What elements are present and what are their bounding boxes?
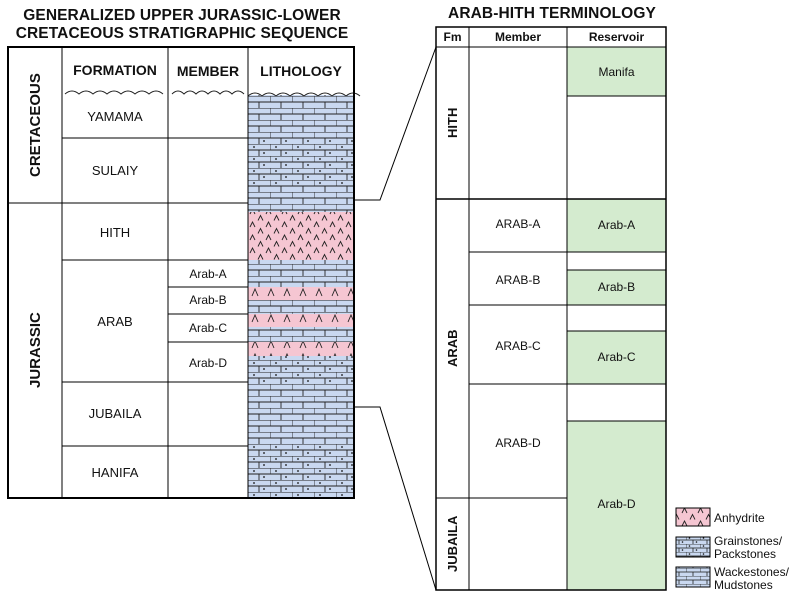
right-table-reservoirs	[567, 47, 666, 590]
header-lithology: LITHOLOGY	[260, 63, 342, 79]
member-arab-b: Arab-B	[189, 293, 227, 307]
member-arab-c: Arab-C	[188, 321, 227, 335]
legend-swatches	[675, 507, 711, 588]
left-table-grid	[7, 46, 355, 499]
left-title-line2: CRETACEOUS STRATIGRAPHIC SEQUENCE	[15, 25, 349, 42]
right-header-reservoir: Reservoir	[588, 30, 645, 44]
legend-grainstone-label: Grainstones/ Packstones	[714, 535, 782, 561]
member-arab-d: Arab-D	[188, 356, 227, 370]
formation-jubaila: JUBAILA	[88, 406, 142, 421]
right-member-arab-d: ARAB-D	[495, 436, 541, 450]
right-formation-jubaila: JUBAILA	[445, 515, 460, 573]
reservoir-arab-d: Arab-D	[597, 497, 636, 511]
left-title: GENERALIZED UPPER JURASSIC-LOWER CRETACE…	[0, 7, 364, 43]
unconformity-line	[64, 90, 361, 97]
reservoir-arab-a: Arab-A	[597, 218, 636, 232]
formation-yamama: YAMAMA	[87, 109, 143, 124]
right-title: ARAB-HITH TERMINOLOGY	[448, 5, 656, 22]
system-jurassic: JURASSIC	[27, 312, 44, 389]
left-table-lithology	[248, 95, 354, 498]
right-header-fm: Fm	[443, 30, 462, 44]
right-formation-hith: HITH	[445, 107, 460, 139]
reservoir-arab-b: Arab-B	[597, 280, 636, 294]
right-member-arab-c: ARAB-C	[495, 339, 541, 353]
header-formation: FORMATION	[73, 62, 157, 78]
header-member: MEMBER	[176, 63, 240, 79]
formation-arab: ARAB	[97, 314, 133, 329]
left-title-line1: GENERALIZED UPPER JURASSIC-LOWER	[23, 7, 341, 24]
formation-sulaiy: SULAIY	[91, 163, 139, 178]
right-formation-arab: ARAB	[445, 329, 460, 368]
legend-grainstone-line2: Packstones	[714, 547, 777, 561]
reservoir-arab-c: Arab-C	[597, 350, 636, 364]
legend-grainstone-swatch	[675, 536, 711, 558]
reservoir-manifa: Manifa	[598, 65, 635, 79]
right-member-arab-a: ARAB-A	[495, 217, 541, 231]
connector-lines	[354, 46, 437, 591]
member-arab-a: Arab-A	[189, 267, 227, 281]
legend-anhydrite-label: Anhydrite	[714, 511, 765, 525]
legend-anhydrite-swatch	[675, 507, 711, 527]
legend-wackestone-line1: Wackestones/	[714, 565, 789, 579]
legend-wackestone-line2: Mudstones	[714, 578, 773, 592]
formation-hith: HITH	[99, 225, 131, 240]
system-cretaceous: CRETACEOUS	[27, 73, 44, 177]
legend-wackestone-label: Wackestones/ Mudstones	[714, 566, 789, 592]
legend-grainstone-line1: Grainstones/	[714, 534, 783, 548]
legend-wackestone-swatch	[675, 566, 711, 588]
right-header-member: Member	[494, 30, 541, 44]
right-member-arab-b: ARAB-B	[495, 273, 541, 287]
formation-hanifa: HANIFA	[91, 465, 139, 480]
right-table-grid	[435, 26, 667, 591]
